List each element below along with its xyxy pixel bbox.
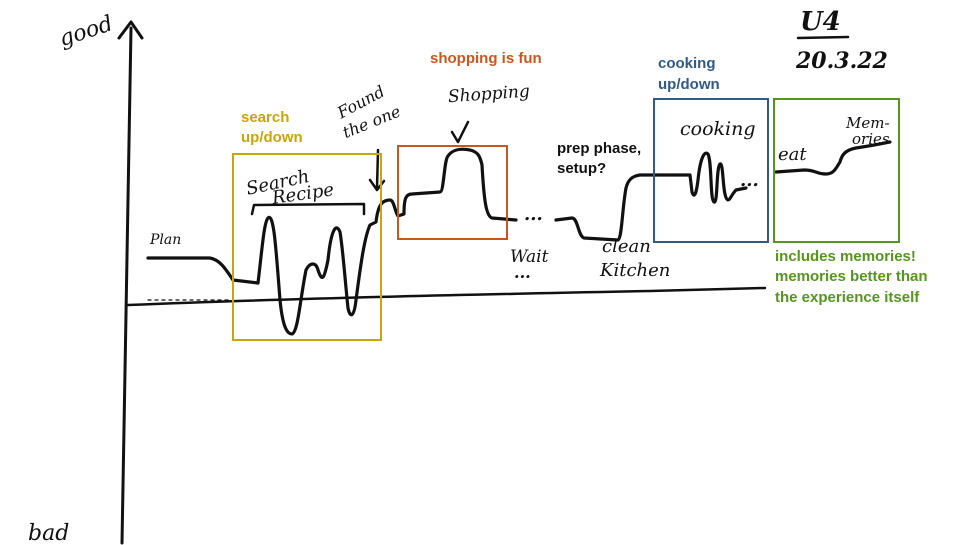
memories-label-2: ories xyxy=(852,130,890,148)
memories-annotation-2: memories better than xyxy=(775,268,928,285)
search-box xyxy=(232,153,382,341)
cooking-dots: ... xyxy=(740,170,759,191)
date: 20.3.22 xyxy=(795,48,888,74)
y-axis xyxy=(120,26,133,545)
shopping-box xyxy=(397,145,508,240)
cooking-annotation-1: cooking xyxy=(658,55,716,72)
search-annotation-1: search xyxy=(241,109,289,126)
y-axis-arrow-icon xyxy=(117,20,144,40)
experience-curve xyxy=(146,140,892,336)
wait-dots-1: ... xyxy=(524,204,543,225)
cooking-box xyxy=(653,98,769,243)
shopping-annotation: shopping is fun xyxy=(430,50,542,67)
cooking-label: cooking xyxy=(680,118,756,140)
memories-box xyxy=(773,98,900,243)
search-annotation-2: up/down xyxy=(241,129,303,146)
clean-label-1: clean xyxy=(602,236,651,257)
plan-label: Plan xyxy=(149,232,181,248)
prep-annotation-1: prep phase, xyxy=(557,140,641,157)
eat-label: eat xyxy=(778,144,807,165)
prep-annotation-2: setup? xyxy=(557,160,606,177)
axis-bad-label: bad xyxy=(28,521,69,545)
clean-label-2: Kitchen xyxy=(599,260,670,281)
shopping-arrow-icon xyxy=(450,120,470,144)
shopping-label: Shopping xyxy=(447,82,530,108)
sheet-id-underline xyxy=(796,35,850,40)
baseline xyxy=(126,286,767,307)
cooking-annotation-2: up/down xyxy=(658,76,720,93)
wait-label: Wait xyxy=(510,247,549,267)
axis-good-label: good xyxy=(56,11,116,52)
sheet-id: U4 xyxy=(800,7,841,37)
memories-annotation-3: the experience itself xyxy=(775,289,920,306)
recipe-bracket xyxy=(250,202,366,216)
wait-dots-2: ... xyxy=(514,263,531,282)
memories-label-1: Mem- xyxy=(845,114,890,132)
memories-annotation-1: includes memories! xyxy=(775,248,916,265)
